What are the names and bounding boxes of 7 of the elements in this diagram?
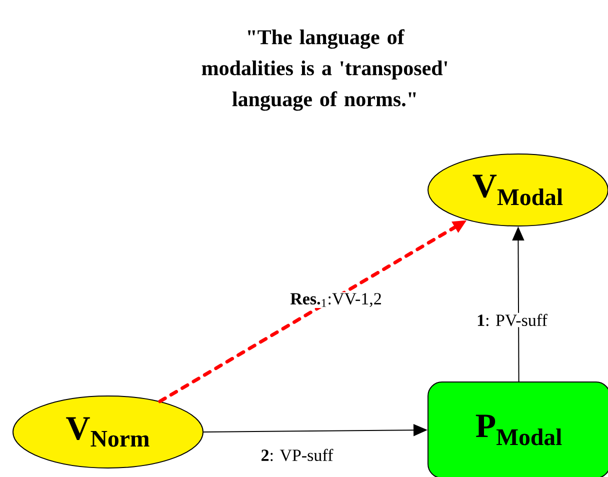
title: "The language of modalities is a 'transposed' language of norms." bbox=[202, 29, 448, 111]
edge-label: 1: PV-suff bbox=[476, 312, 548, 328]
oval-node: V$_{Norm}$ bbox=[12, 396, 204, 468]
oval-node: V$_{Modal}$ bbox=[428, 154, 608, 226]
edge-label: 2: VP-suff bbox=[260, 448, 334, 462]
edge-label: Res.$_{1}$:VV-1,2 bbox=[289, 292, 383, 308]
rounded-box: P$_{Modal}$ bbox=[428, 382, 608, 477]
